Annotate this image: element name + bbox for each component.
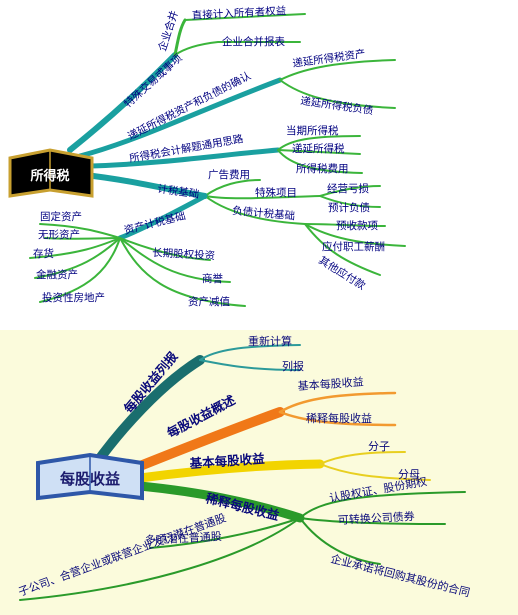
- leaf-income-tax-expense: 所得税费用: [296, 162, 349, 175]
- leaf-asset-impairment: 资产减值: [188, 295, 230, 308]
- leaf-operating-loss: 经营亏损: [327, 182, 369, 195]
- central-node-label: 每股收益: [60, 470, 120, 488]
- leaf-fixed-assets: 固定资产: [40, 210, 82, 223]
- leaf-inventory: 存货: [33, 247, 54, 260]
- leaf-presentation: 列报: [282, 359, 304, 373]
- connector-lines: [29, 13, 406, 307]
- central-node-income-tax[interactable]: 所得税: [8, 148, 94, 198]
- branch-tax-base: 计税基础: [157, 182, 200, 201]
- branch-liability-tax-base: 负债计税基础: [232, 204, 296, 222]
- leaf-deferred-tax-liabilities: 递延所得税负债: [300, 94, 375, 117]
- leaf-recalculate: 重新计算: [248, 334, 292, 348]
- leaf-employee-payroll: 应付职工薪酬: [322, 240, 385, 253]
- leaf-estimated-liabilities: 预计负债: [328, 201, 370, 214]
- leaf-investment-property: 投资性房地产: [42, 291, 105, 304]
- leaf-special-items: 特殊项目: [255, 186, 297, 199]
- leaf-goodwill: 商誉: [202, 272, 223, 285]
- eps-map-canvas: 每股收益 每股收益列报 重新计算 列报 每股收益概述 基本每股收益 稀释每股收益…: [16, 334, 471, 601]
- income-tax-mind-map: 所得税 特殊交易或事项 企业合并 直接计入所有者权益 企业合并报表 递延所得税资…: [8, 4, 406, 308]
- leaf-advertising-expense: 广告费用: [208, 168, 250, 181]
- leaf-advance-receipts: 预收款项: [336, 219, 378, 232]
- connector-lines: [19, 344, 466, 601]
- leaf-deferred-income-tax: 递延所得税: [292, 142, 345, 155]
- leaf-combined-statements: 企业合并报表: [222, 35, 285, 48]
- leaf-share-repurchase-contracts: 企业承诺将回购其股份的合同: [329, 551, 471, 599]
- leaf-other-payables: 其他应付款: [316, 254, 368, 293]
- income-tax-map-canvas: 所得税 特殊交易或事项 企业合并 直接计入所有者权益 企业合并报表 递延所得税资…: [8, 4, 406, 308]
- leaf-multiple-potential-shares: 多项潜在普通股: [144, 529, 222, 547]
- branch-asset-tax-base: 资产计税基础: [123, 209, 187, 237]
- branch-special-transactions: 特殊交易或事项: [121, 51, 185, 110]
- eps-mind-map: 每股收益 每股收益列报 重新计算 列报 每股收益概述 基本每股收益 稀释每股收益…: [0, 330, 518, 615]
- leaf-convertible-bonds: 可转换公司债券: [337, 509, 415, 527]
- leaf-basic-eps: 基本每股收益: [297, 374, 364, 393]
- branch-basic-eps: 基本每股收益: [188, 451, 265, 471]
- central-node-label: 所得税: [30, 168, 69, 184]
- leaf-numerator: 分子: [368, 440, 390, 453]
- leaf-denominator: 分母: [398, 468, 420, 481]
- leaf-current-income-tax: 当期所得税: [286, 124, 339, 137]
- leaf-intangible-assets: 无形资产: [38, 228, 80, 241]
- central-node-eps[interactable]: 每股收益: [36, 452, 144, 501]
- leaf-directly-to-equity: 直接计入所有者权益: [191, 4, 287, 22]
- leaf-financial-assets: 金融资产: [36, 268, 78, 281]
- leaf-warrants-options: 认股权证、股份期权: [328, 475, 428, 505]
- leaf-diluted-eps: 稀释每股收益: [306, 411, 372, 425]
- leaf-long-term-equity: 长期股权投资: [152, 246, 216, 262]
